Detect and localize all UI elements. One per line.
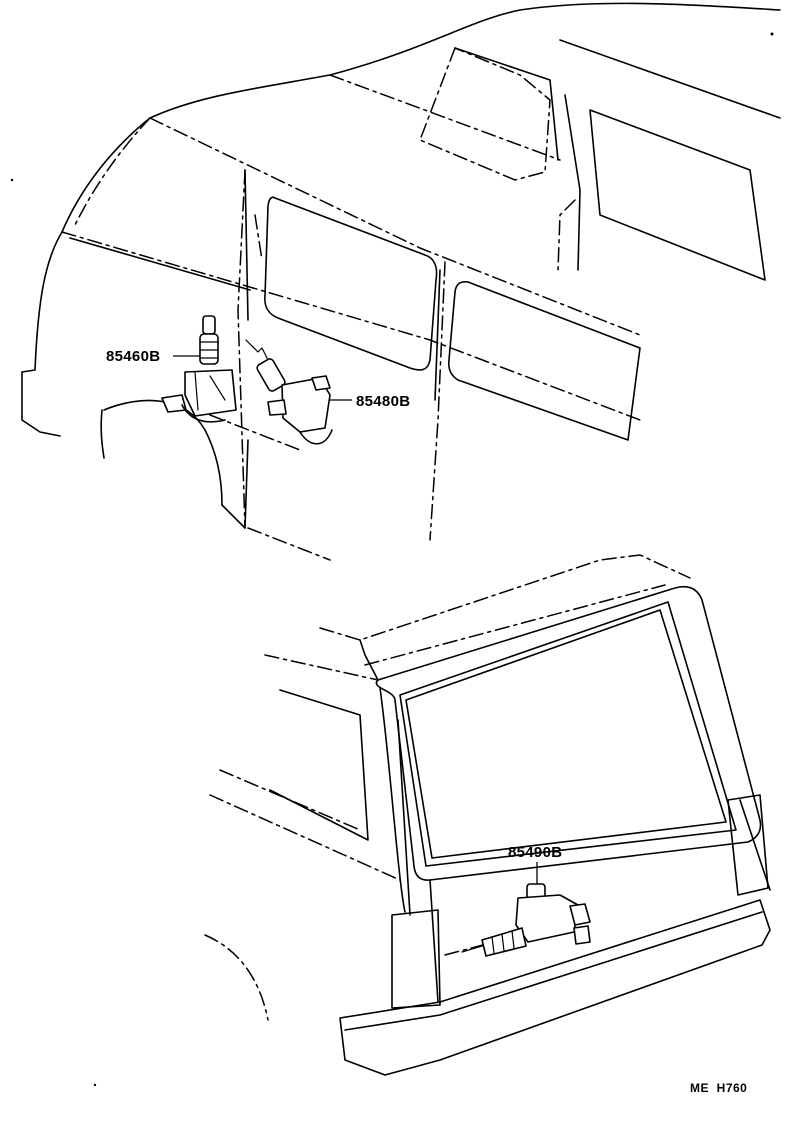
front-door-lock-actuator <box>161 315 237 423</box>
label-85490b: 85490B <box>508 844 562 861</box>
van-side-body <box>21 2 781 561</box>
van-rear-body <box>204 554 771 1076</box>
back-door-lock-actuator <box>461 862 591 957</box>
slide-door-lock-actuator <box>245 339 352 445</box>
label-85480b: 85480B <box>356 393 410 410</box>
label-85460b: 85460B <box>106 348 160 365</box>
drawing-code: ME H760 <box>690 1081 747 1095</box>
